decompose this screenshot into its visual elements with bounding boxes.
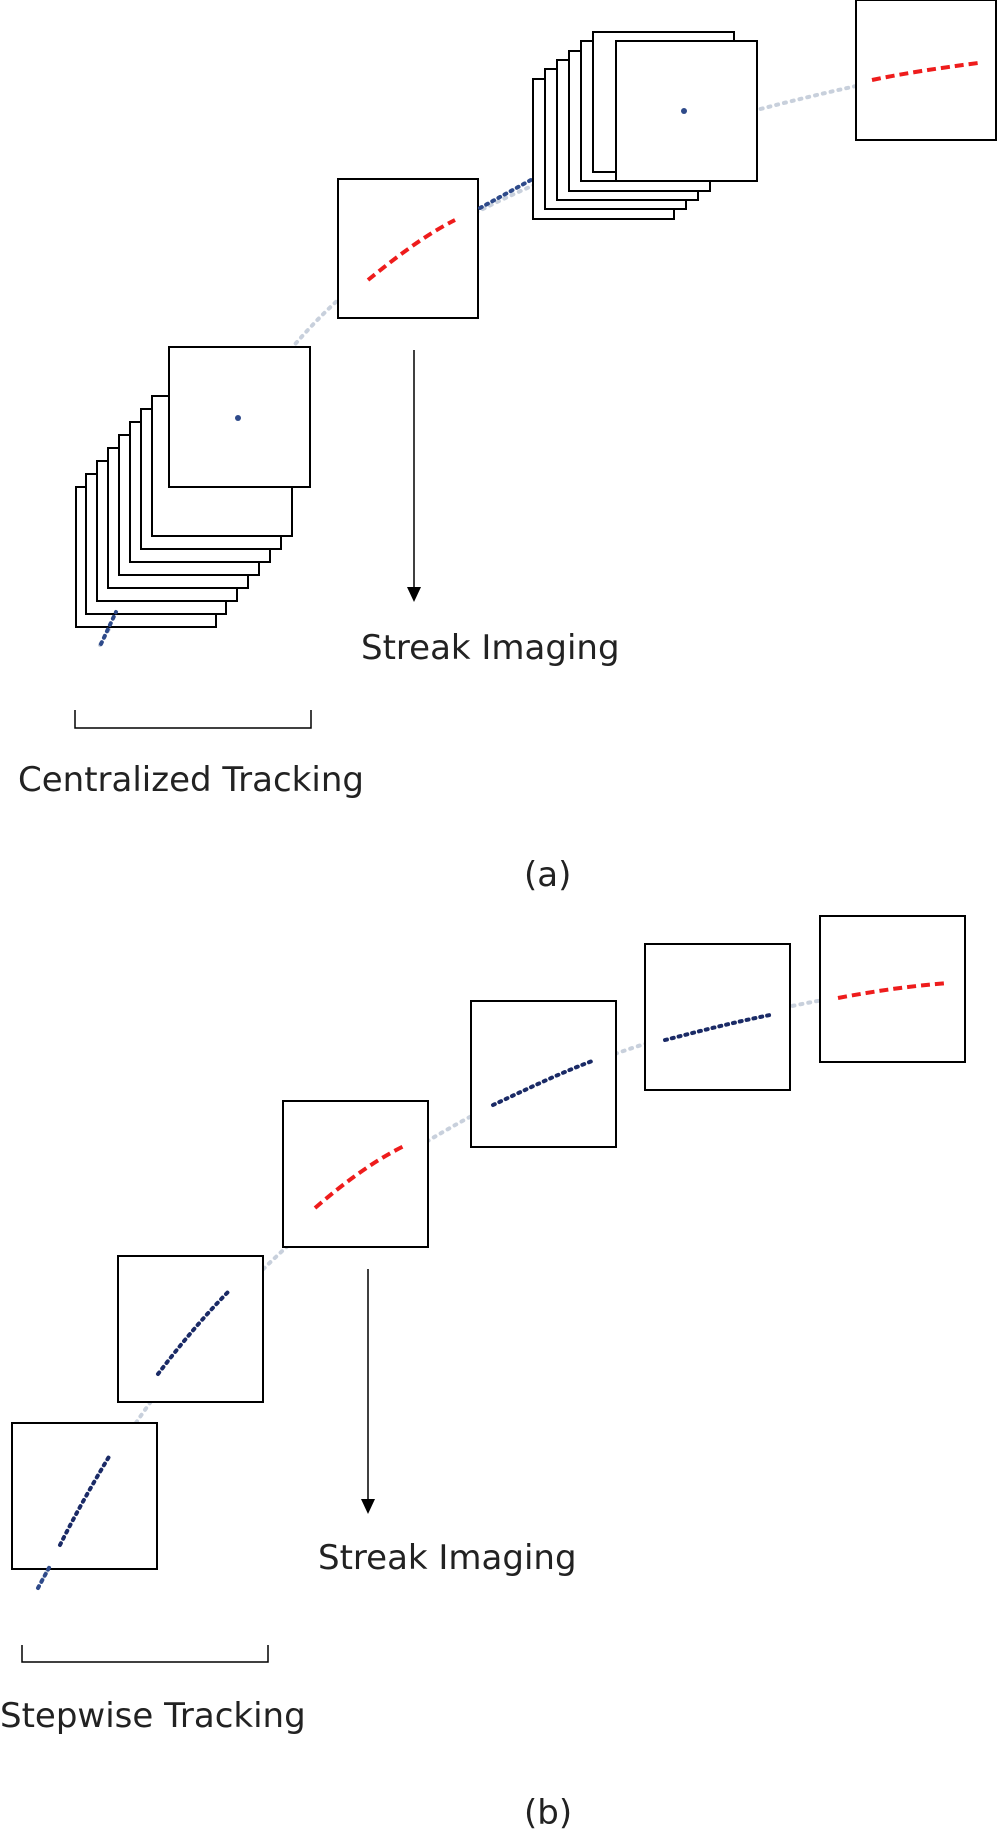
streak-arrow-head-b (361, 1499, 375, 1514)
track-segment-lower-left (99, 610, 118, 646)
streak-frame-a-right (855, 0, 997, 141)
panel-b: Streak Imaging Stepwise Tracking (b) (0, 915, 966, 1832)
track-segment-b-1 (58, 1453, 112, 1547)
track-tail-b (36, 1564, 52, 1590)
panel-a: Streak Imaging Centralized Tracking (a) (18, 0, 997, 895)
frame-b-2 (117, 1255, 264, 1403)
bracket-b (21, 1645, 269, 1663)
panel-a-label: (a) (524, 855, 571, 895)
track-segment-b-4 (491, 1058, 597, 1107)
streak-imaging-label-a: Streak Imaging (361, 628, 620, 668)
streak-frame-b-right (819, 915, 966, 1063)
frame-stack-upper (532, 31, 758, 220)
streak-imaging-label-b: Streak Imaging (318, 1538, 577, 1578)
streak-frame-b (282, 1100, 429, 1248)
panel-b-label: (b) (524, 1793, 572, 1832)
track-segment-middle (478, 173, 542, 210)
centralized-tracking-label: Centralized Tracking (18, 760, 364, 800)
tracked-point-lower (235, 415, 241, 421)
stepwise-tracking-label: Stepwise Tracking (0, 1696, 306, 1736)
track-segment-b-2 (156, 1288, 232, 1376)
streak-arrow-head-a (407, 587, 421, 602)
red-streak-b (313, 1143, 407, 1210)
red-streak-b-right (837, 981, 949, 1000)
tracked-point-upper (681, 108, 687, 114)
bracket-a (74, 710, 312, 729)
frame-b-4 (470, 1000, 617, 1148)
frame-stack-lower (75, 346, 311, 628)
track-segment-b-5 (663, 1013, 772, 1042)
